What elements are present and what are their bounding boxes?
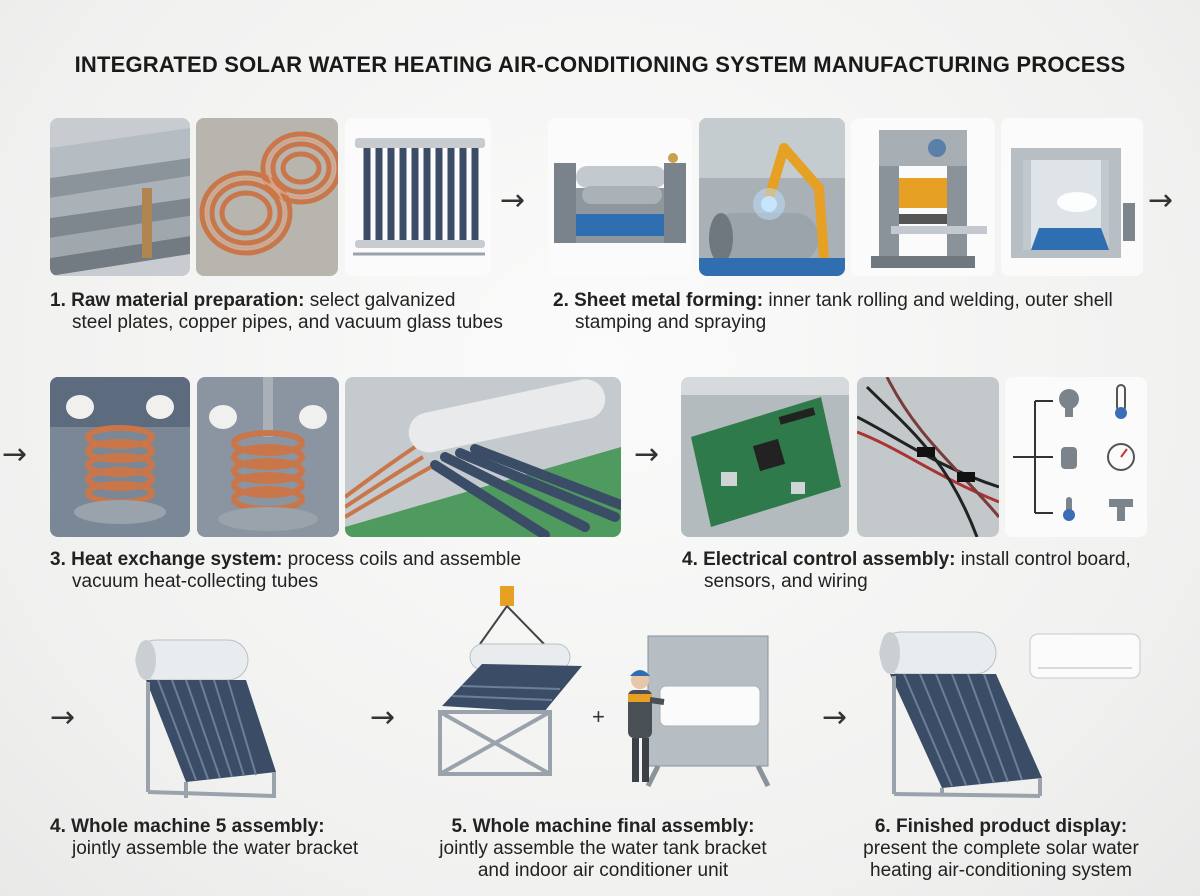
step-2-caption: 2. Sheet metal forming: inner tank rolli… [553,290,1113,334]
indoor-unit-assembly-image [618,628,778,788]
plus-sign: + [592,704,605,729]
step-3-line1: process coils and assemble [282,549,522,570]
step-4b-caption: 4. Whole machine 5 assembly: jointly ass… [50,816,358,860]
step-3-caption: 3. Heat exchange system: process coils a… [50,549,521,593]
sensors-image [1005,377,1147,537]
step-5-line2: jointly assemble the water tank bracket [439,838,767,859]
step-4-label: 4. Electrical control assembly: [682,549,956,570]
flow-arrow: → [2,437,28,472]
spray-booth-image [1001,118,1143,276]
step-6-label: 6. Finished product display: [874,816,1128,837]
coil-winding-image-2 [197,377,339,537]
collector-tube-assembly-image [345,377,621,537]
flow-arrow: → [50,700,76,735]
coil-winding-image-1 [50,377,190,537]
finished-product-image [872,628,1152,798]
step-2-label: 2. Sheet metal forming: [553,290,764,311]
flow-arrow: → [500,183,526,218]
step-4-line2: sensors, and wiring [704,571,868,592]
step-2-line1: inner tank rolling and welding, outer sh… [763,290,1113,311]
step-1-label: 1. Raw material preparation: [50,290,305,311]
step-1-caption: 1. Raw material preparation: select galv… [50,290,503,334]
step-2-line2: stamping and spraying [575,312,767,333]
step-1-line2: steel plates, copper pipes, and vacuum g… [72,312,503,333]
step-5-label: 5. Whole machine final assembly: [451,816,755,837]
step-1-line1: select galvanized [304,290,456,311]
solar-heater-unit-image [126,632,276,800]
copper-pipes-image [196,118,338,276]
flow-arrow: → [634,437,660,472]
step-4-caption: 4. Electrical control assembly: install … [682,549,1131,593]
steel-plates-image [50,118,190,276]
wiring-harness-image [857,377,999,537]
step-6-line3: heating air-conditioning system [870,860,1132,881]
step-6-caption: 6. Finished product display: present the… [846,816,1156,882]
rolling-machine-image [548,118,692,276]
step-6-line2: present the complete solar water [863,838,1139,859]
step-5-line3: and indoor air conditioner unit [477,860,729,881]
control-board-image [681,377,849,537]
step-4b-line2: jointly assemble the water bracket [72,838,359,859]
flow-arrow: → [370,700,396,735]
crane-lift-assembly-image [432,586,584,786]
vacuum-glass-tubes-image [345,118,491,276]
step-3-line2: vacuum heat-collecting tubes [72,571,319,592]
step-4b-label: 4. Whole machine 5 assembly: [50,816,325,837]
stamping-press-image [851,118,995,276]
welding-robot-image [699,118,845,276]
step-5-caption: 5. Whole machine final assembly: jointly… [428,816,778,882]
step-4-line1: install control board, [955,549,1131,570]
flow-arrow: → [822,700,848,735]
page-title: INTEGRATED SOLAR WATER HEATING AIR-CONDI… [74,52,1126,77]
flow-arrow: → [1148,183,1174,218]
step-3-label: 3. Heat exchange system: [50,549,283,570]
